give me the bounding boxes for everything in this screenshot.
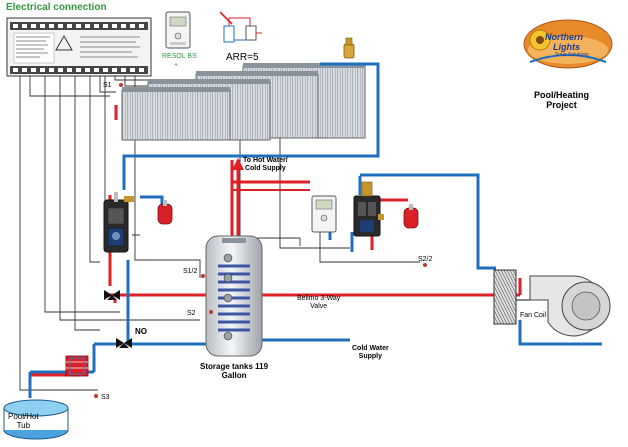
controller-display <box>311 195 337 233</box>
belimo-three-way-valve <box>116 338 132 348</box>
pool-hot-tub <box>3 399 69 440</box>
hot-water-line2: Cold Supply <box>244 165 286 173</box>
belimo-line1: Belimo 3-Way <box>297 295 341 302</box>
sensor-markers <box>94 83 427 398</box>
sensor-s1-2-label: S1/2 <box>183 268 198 275</box>
pool-heat-exchanger <box>65 355 89 377</box>
air-vent-icon <box>343 37 355 59</box>
resol-controller-icon <box>165 11 191 49</box>
pump-station <box>103 192 140 253</box>
storage-line2: Gallon <box>221 371 247 381</box>
fan-coil <box>493 269 611 337</box>
storage-line1: Storage tanks 119 <box>200 362 269 371</box>
sensor-s2-2-label: S2/2 <box>418 256 433 263</box>
sensor-s2-label: S2 <box>187 310 196 317</box>
pump-station-right <box>353 181 384 237</box>
cold-water-line1: Cold Water <box>352 345 389 352</box>
valve-no-label: NO <box>135 327 147 336</box>
belimo-line2: Valve <box>310 303 328 311</box>
logo-text-line2: Lights <box>553 42 580 52</box>
solar-collector-array <box>121 63 366 141</box>
logo-text-line3: Solar Solutions <box>555 52 589 58</box>
controller-sub-label: + <box>174 62 179 69</box>
three-way-valve-upper <box>104 290 120 300</box>
northern-lights-logo <box>523 19 613 69</box>
arrangement-schematic-icon <box>214 8 264 48</box>
project-title: Pool/Heating Project <box>534 90 589 111</box>
project-title-line2: Project <box>546 100 577 111</box>
sensor-s3-label: S3 <box>101 394 110 401</box>
storage-tank-label: Storage tanks 119 Gallon <box>200 362 268 380</box>
electrical-connection-title: Electrical connection <box>6 2 107 13</box>
expansion-tank-right <box>403 204 419 229</box>
arrangement-label: ARR=5 <box>226 52 259 63</box>
hot-water-line1: To Hot Water/ <box>243 157 288 164</box>
cold-water-line2: Supply <box>358 353 383 361</box>
pool-line1: Pool/Hot <box>8 412 39 421</box>
hot-supply-arrow <box>230 158 244 240</box>
electrical-terminal-block <box>6 17 152 77</box>
expansion-tank-left <box>157 200 173 225</box>
sensor-s1-label: S1 <box>103 82 112 89</box>
project-title-line1: Pool/Heating <box>534 90 590 100</box>
fan-coil-label: Fan Coil <box>520 312 547 319</box>
pool-hot-tub-label: Pool/Hot Tub <box>8 412 39 430</box>
pool-line2: Tub <box>16 421 31 431</box>
controller-name-label: RESOL BS <box>162 53 197 60</box>
logo-text-line1: Northern <box>545 32 583 42</box>
storage-tank <box>205 235 263 357</box>
belimo-valve-label: Belimo 3-Way Valve <box>297 295 340 311</box>
hot-water-supply-label: To Hot Water/ Cold Supply <box>243 157 288 173</box>
cold-water-supply-label: Cold Water Supply <box>352 345 389 361</box>
